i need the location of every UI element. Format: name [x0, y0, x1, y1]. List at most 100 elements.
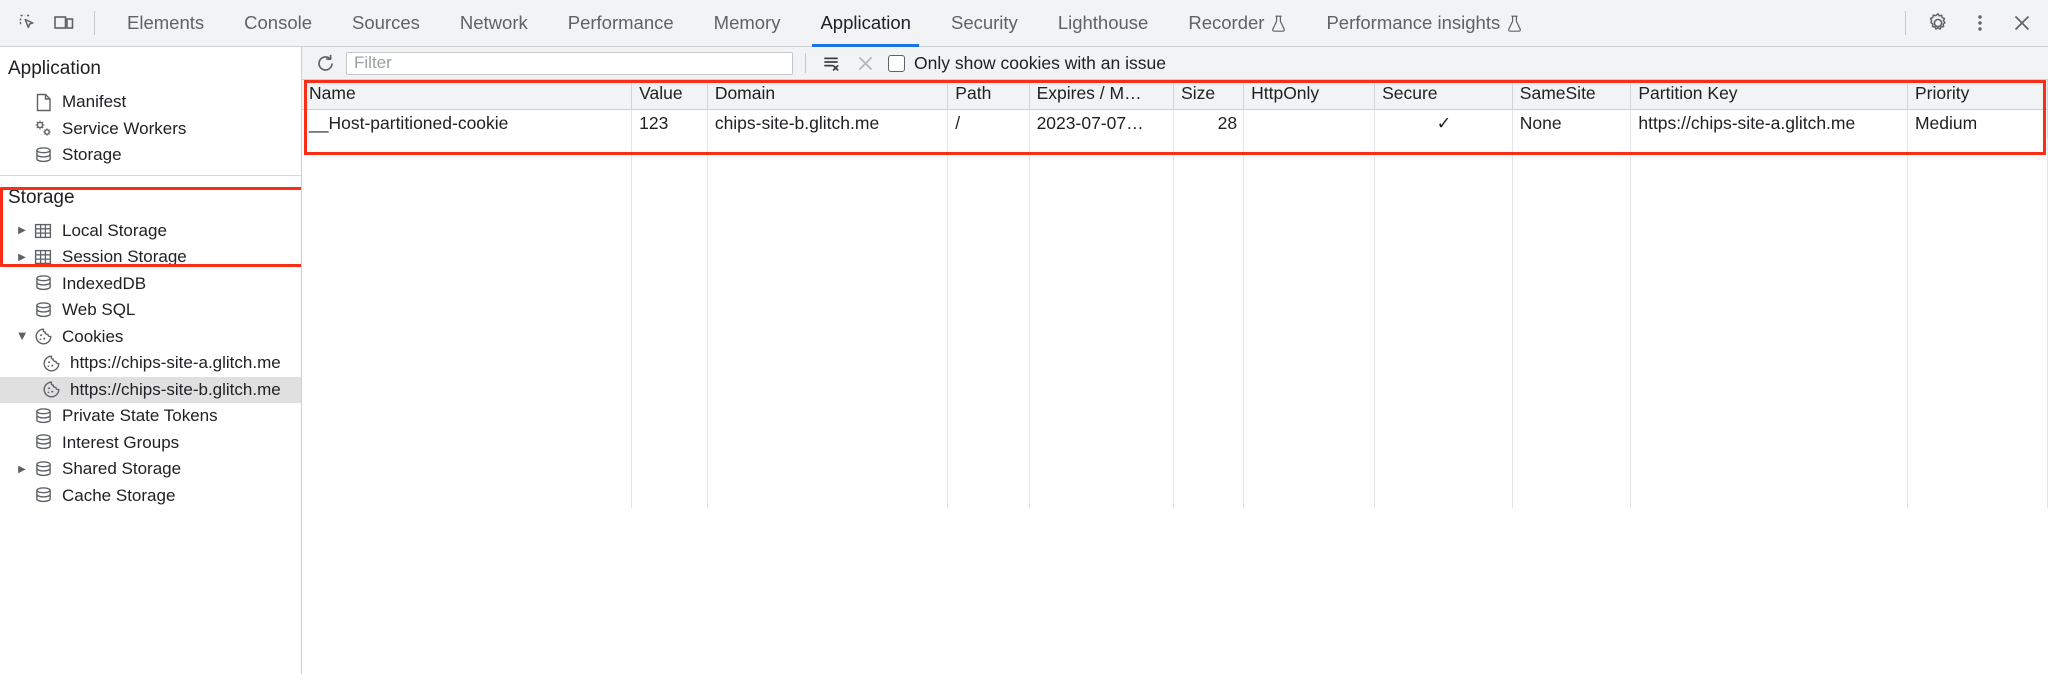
sidebar-item-label: https://chips-site-b.glitch.me — [70, 379, 281, 399]
column-header-priority[interactable]: Priority — [1907, 80, 2048, 110]
sidebar-item-local-storage[interactable]: ▶ Local Storage — [0, 218, 301, 245]
only-show-issues-control[interactable]: Only show cookies with an issue — [888, 53, 1166, 74]
tab-label: Elements — [127, 12, 205, 33]
tab-network[interactable]: Network — [440, 0, 548, 47]
cell-httponly[interactable] — [1243, 109, 1376, 138]
database-icon — [30, 433, 56, 452]
sidebar-item-web-sql[interactable]: ▶ Web SQL — [0, 297, 301, 324]
cell-samesite[interactable]: None — [1512, 109, 1632, 138]
empty-cell — [707, 138, 949, 508]
empty-cell — [947, 138, 1030, 508]
tab-label: Network — [459, 12, 528, 33]
service-workers-icon — [30, 119, 56, 138]
toolbar-right-actions — [1918, 4, 2042, 42]
cookies-table: Name Value Domain Path Expires / M… Size… — [302, 80, 2048, 508]
cell-path[interactable]: / — [947, 109, 1030, 138]
expand-triangle-icon[interactable]: ▶ — [18, 251, 26, 263]
database-icon — [30, 146, 56, 165]
tab-label: Security — [950, 12, 1018, 33]
filter-placeholder-text: Filter — [354, 53, 392, 72]
column-header-httponly[interactable]: HttpOnly — [1243, 80, 1376, 110]
manifest-page-icon — [30, 93, 56, 112]
column-header-value[interactable]: Value — [631, 80, 708, 110]
cell-secure[interactable]: ✓ — [1374, 109, 1513, 138]
table-empty-area — [302, 138, 2048, 508]
tab-memory[interactable]: Memory — [694, 0, 801, 47]
sidebar-item-label: Local Storage — [62, 220, 167, 240]
cell-expires[interactable]: 2023-07-07… — [1029, 109, 1175, 138]
empty-cell — [1029, 138, 1175, 508]
cookies-filter-toolbar: Filter Only show cookies with an — [302, 47, 2048, 80]
sidebar-item-cache-storage[interactable]: ▶ Cache Storage — [0, 483, 301, 510]
cell-size[interactable]: 28 — [1173, 109, 1245, 138]
tab-console[interactable]: Console — [224, 0, 332, 47]
tab-label: Lighthouse — [1057, 12, 1149, 33]
cell-value[interactable]: 123 — [631, 109, 708, 138]
column-header-expires[interactable]: Expires / M… — [1029, 80, 1175, 110]
column-header-samesite[interactable]: SameSite — [1512, 80, 1632, 110]
application-sidebar: Application ▶ Manifest ▶ — [0, 47, 302, 674]
sidebar-item-label: Shared Storage — [62, 459, 182, 479]
more-vertical-icon[interactable] — [1960, 4, 2000, 42]
sidebar-item-cookies-site-b[interactable]: https://chips-site-b.glitch.me — [0, 376, 301, 403]
device-toolbar-icon[interactable] — [46, 6, 82, 40]
only-show-issues-checkbox[interactable] — [888, 54, 905, 72]
cell-partition-key[interactable]: https://chips-site-a.glitch.me — [1630, 109, 1908, 138]
expand-triangle-icon[interactable]: ▶ — [18, 225, 26, 237]
tab-label: Sources — [352, 12, 420, 33]
column-header-domain[interactable]: Domain — [707, 80, 949, 110]
tab-label: Console — [244, 12, 313, 33]
table-row[interactable]: __Host-partitioned-cookie 123 chips-site… — [302, 109, 2048, 138]
close-icon[interactable] — [2002, 4, 2042, 42]
clear-filtered-cookies-icon[interactable] — [852, 50, 878, 76]
tab-application[interactable]: Application — [800, 0, 931, 47]
cell-name[interactable]: __Host-partitioned-cookie — [302, 109, 633, 138]
tab-recorder[interactable]: Recorder — [1168, 0, 1306, 47]
empty-cell — [1907, 138, 2048, 508]
devtools-main-toolbar: Elements Console Sources Network Perform… — [0, 0, 2048, 47]
column-header-size[interactable]: Size — [1173, 80, 1245, 110]
filter-toolbar-divider — [805, 53, 806, 73]
cookies-panel: Filter Only show cookies with an — [302, 47, 2048, 674]
column-header-secure[interactable]: Secure — [1374, 80, 1513, 110]
tab-performance-insights[interactable]: Performance insights — [1306, 0, 1542, 47]
cell-priority[interactable]: Medium — [1907, 109, 2048, 138]
expand-triangle-icon[interactable]: ▶ — [18, 463, 26, 475]
experiment-flask-icon — [1507, 15, 1522, 32]
tab-elements[interactable]: Elements — [107, 0, 224, 47]
sidebar-item-interest-groups[interactable]: ▶ Interest Groups — [0, 430, 301, 457]
devtools-body: Application ▶ Manifest ▶ — [0, 47, 2048, 674]
sidebar-item-private-state-tokens[interactable]: ▶ Private State Tokens — [0, 403, 301, 430]
tab-security[interactable]: Security — [931, 0, 1038, 47]
sidebar-item-indexeddb[interactable]: ▶ IndexedDB — [0, 271, 301, 298]
sidebar-item-label: https://chips-site-a.glitch.me — [70, 353, 281, 373]
sidebar-section-storage-title: Storage — [8, 186, 75, 208]
column-header-partition-key[interactable]: Partition Key — [1630, 80, 1908, 110]
inspect-element-icon[interactable] — [10, 6, 46, 40]
tab-sources[interactable]: Sources — [332, 0, 440, 47]
sidebar-item-shared-storage[interactable]: ▶ Shared Storage — [0, 456, 301, 483]
tab-performance[interactable]: Performance — [548, 0, 694, 47]
cookie-icon — [30, 327, 56, 346]
tab-label: Memory — [713, 12, 781, 33]
empty-cell — [631, 138, 708, 508]
database-icon — [30, 486, 56, 505]
cookies-data-grid: Name Value Domain Path Expires / M… Size… — [302, 80, 2048, 508]
collapse-triangle-icon[interactable]: ▶ — [16, 332, 28, 341]
sidebar-item-session-storage[interactable]: ▶ Session Storage — [0, 244, 301, 271]
column-header-path[interactable]: Path — [947, 80, 1030, 110]
sidebar-item-storage[interactable]: ▶ Storage — [0, 142, 301, 169]
clear-all-cookies-icon[interactable] — [818, 50, 844, 76]
sidebar-item-service-workers[interactable]: ▶ Service Workers — [0, 116, 301, 143]
sidebar-item-manifest[interactable]: ▶ Manifest — [0, 89, 301, 116]
gear-icon[interactable] — [1918, 4, 1958, 42]
filter-input[interactable]: Filter — [346, 51, 793, 75]
column-header-name[interactable]: Name — [302, 80, 633, 110]
database-icon — [30, 407, 56, 426]
sidebar-item-cookies[interactable]: ▶ Cookies — [0, 324, 301, 351]
cell-domain[interactable]: chips-site-b.glitch.me — [707, 109, 949, 138]
tab-lighthouse[interactable]: Lighthouse — [1038, 0, 1169, 47]
refresh-icon[interactable] — [312, 50, 338, 76]
sidebar-item-cookies-site-a[interactable]: https://chips-site-a.glitch.me — [0, 350, 301, 377]
